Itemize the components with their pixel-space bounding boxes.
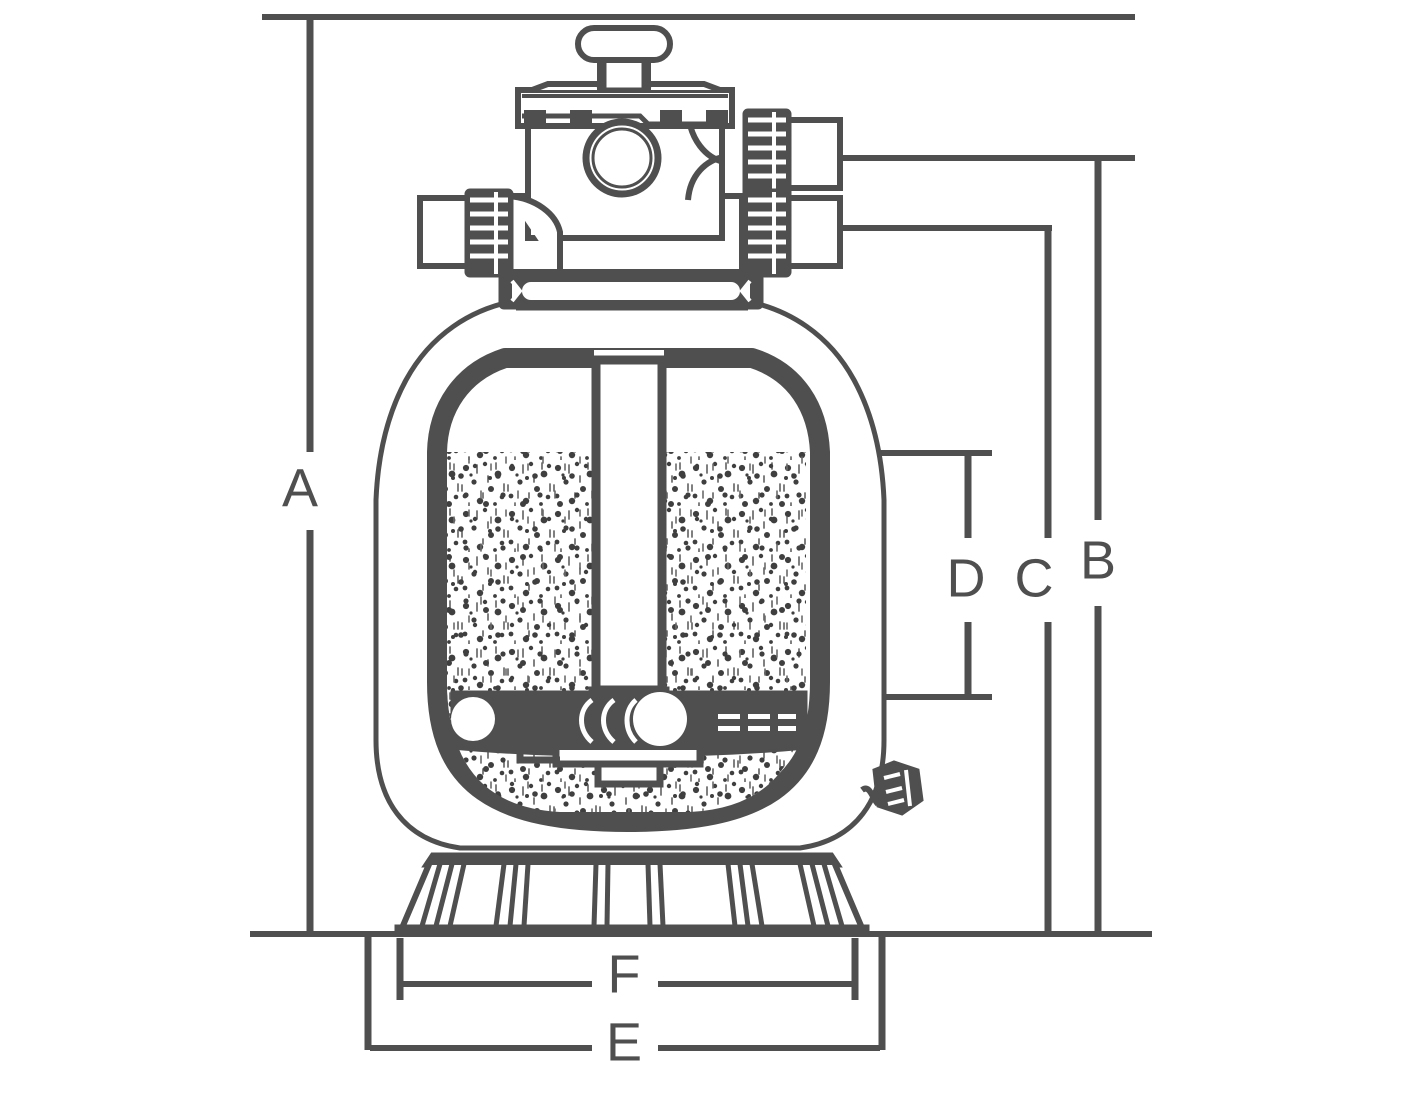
dimension-label-f: F	[608, 944, 641, 1004]
valve-port-upper-right	[742, 108, 843, 200]
lateral-port-right	[633, 692, 687, 746]
dimension-label-a: A	[282, 458, 318, 518]
standpipe	[591, 355, 667, 695]
lateral-port-left	[451, 697, 495, 741]
lateral-assembly	[450, 690, 808, 768]
dimension-labels: A B C D E F	[282, 458, 1116, 1072]
clamp-ring	[498, 272, 764, 311]
base-pedestal	[394, 852, 870, 936]
dimension-label-e: E	[606, 1012, 642, 1072]
drain-valve	[860, 760, 924, 816]
dimension-label-c: C	[1015, 548, 1054, 608]
valve-port-left	[417, 188, 514, 278]
multiport-valve-handle	[575, 25, 673, 63]
dimension-label-b: B	[1080, 530, 1116, 590]
multiport-valve-body	[505, 25, 745, 275]
valve-port-lower-right	[742, 188, 843, 278]
sand-filter-assembly	[373, 25, 924, 936]
dimension-label-d: D	[947, 548, 986, 608]
